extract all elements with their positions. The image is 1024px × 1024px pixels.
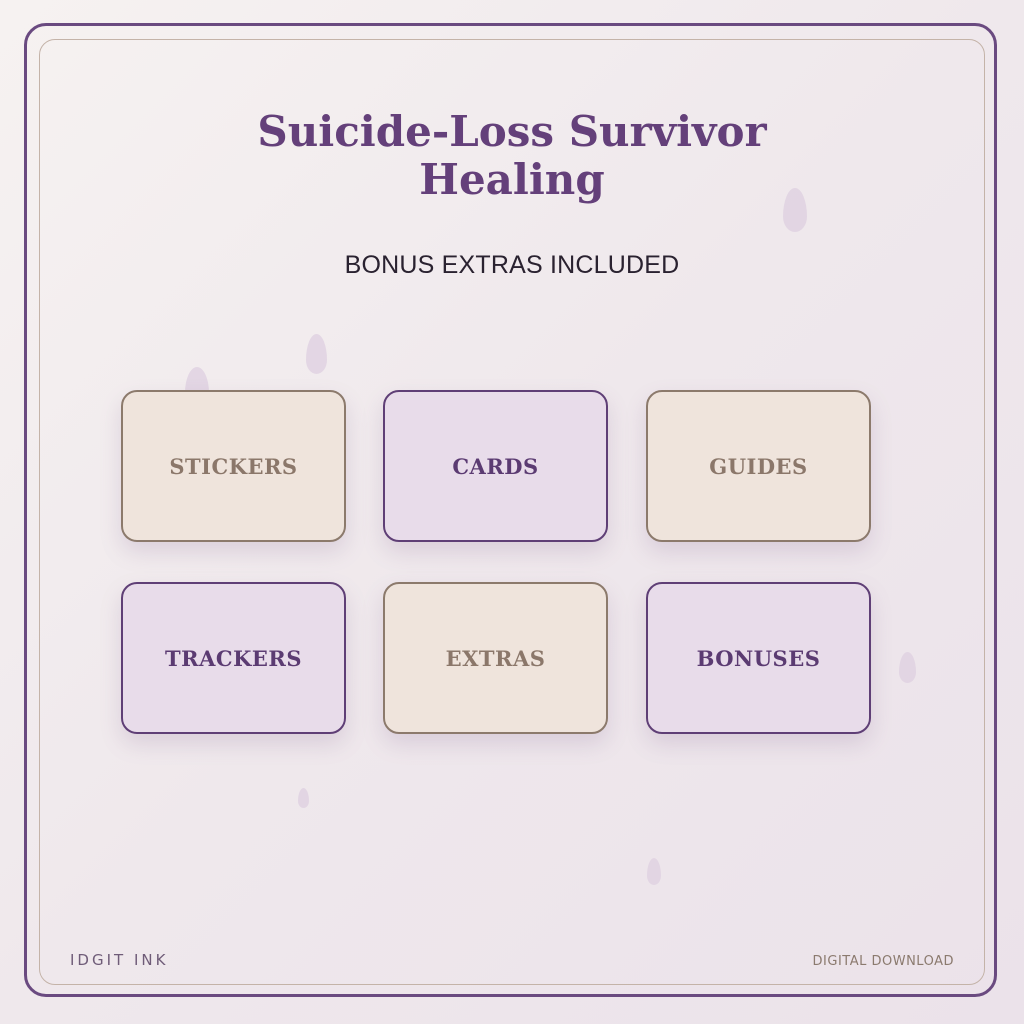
inner-frame [39,39,985,985]
petal-decoration [298,788,309,808]
petal-decoration [647,858,661,885]
subtitle: BONUS EXTRAS INCLUDED [344,251,680,279]
brand-name: IDGIT INK [70,951,169,969]
card-bonuses: BONUSES [646,582,871,734]
title-line-2: Healing [419,155,605,204]
outer-frame [24,23,997,997]
petal-decoration [783,188,807,232]
title-line-1: Suicide-Loss Survivor [257,107,767,156]
card-guides: GUIDES [646,390,871,542]
card-extras: EXTRAS [383,582,608,734]
page-title: Suicide-Loss Survivor Healing [0,108,1024,204]
card-cards: CARDS [383,390,608,542]
card-trackers: TRACKERS [121,582,346,734]
download-tag: DIGITAL DOWNLOAD [812,954,954,969]
petal-decoration [899,652,916,683]
card-stickers: STICKERS [121,390,346,542]
petal-decoration [306,334,327,374]
